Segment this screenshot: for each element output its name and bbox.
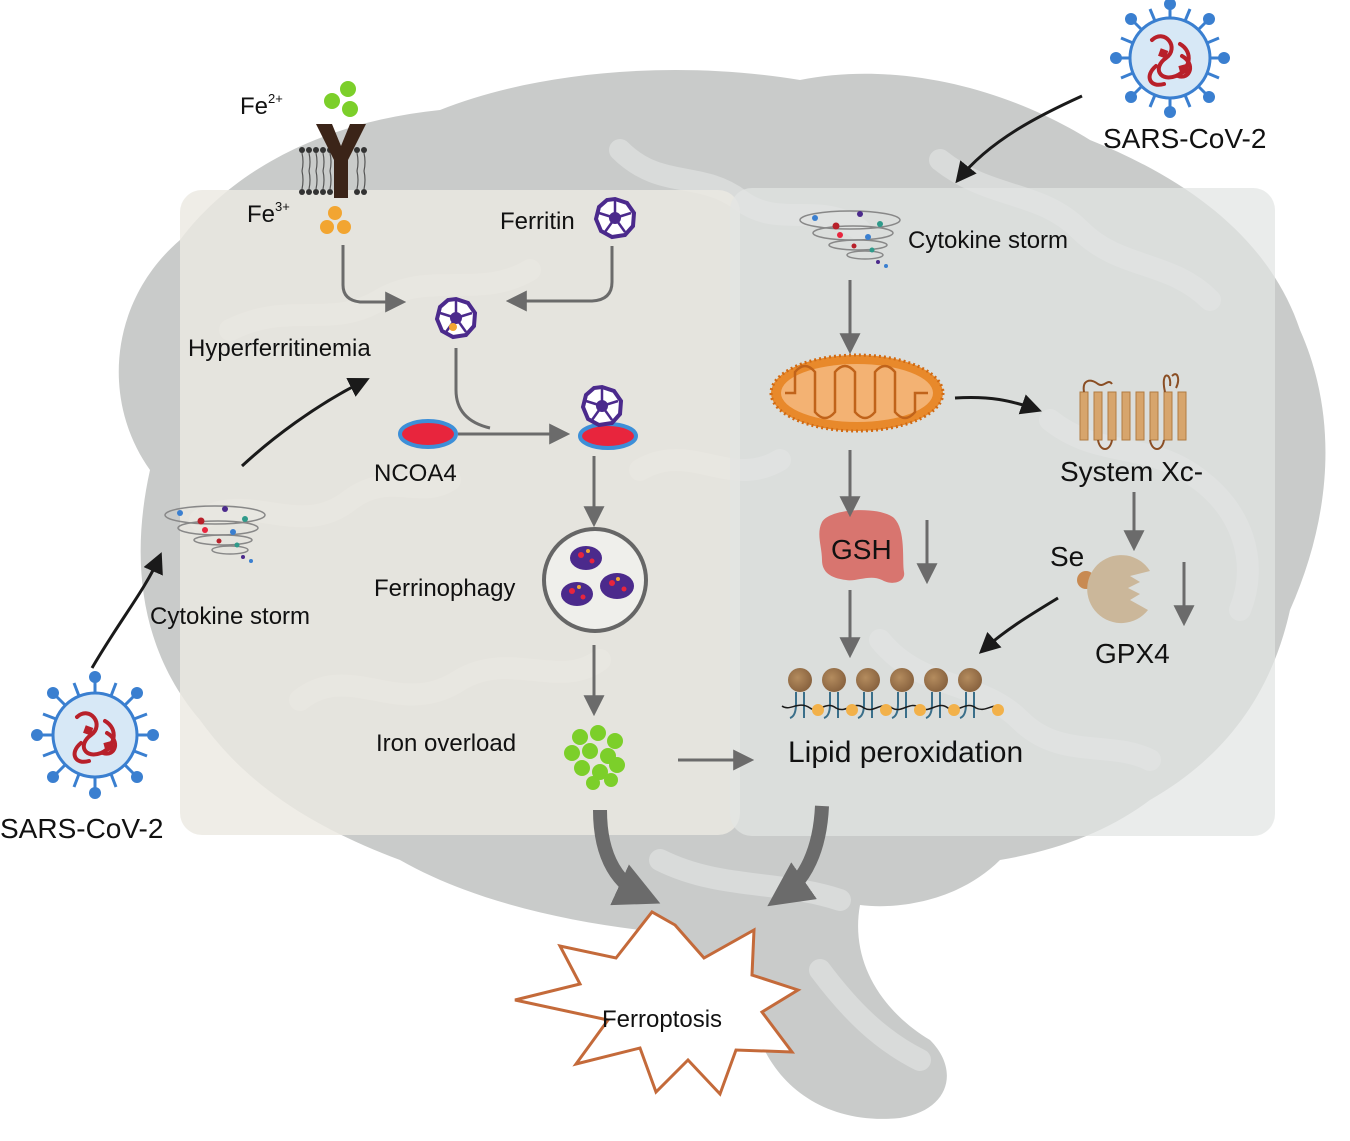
ferroptosis-burst-icon [514, 910, 802, 1097]
ferrinophagy-label: Ferrinophagy [374, 575, 515, 602]
ncoa4-label: NCOA4 [374, 460, 457, 487]
cytokine-storm-right-icon [799, 210, 901, 268]
ferritin-icon [593, 196, 637, 240]
fe2-charge: 2+ [268, 91, 283, 106]
hyperferritinemia-label: Hyperferritinemia [188, 335, 371, 362]
arrow-cytokine-to-hyperferritinemia [240, 377, 370, 468]
arrow-sars-to-cytokine-left [90, 552, 163, 669]
ferrinophagy-lysosome-icon [542, 527, 648, 633]
fe2-iron-icon [324, 81, 358, 117]
cytokine-storm-right-label: Cytokine storm [908, 227, 1068, 254]
system-xc-label: System Xc- [1060, 456, 1203, 487]
ncoa4-icon [398, 419, 458, 449]
se-label: Se [1050, 541, 1084, 572]
svg-text:Fe3+: Fe3+ [247, 199, 290, 228]
ferroptosis-label: Ferroptosis [602, 1006, 722, 1033]
arrow-lipid-to-ferroptosis [767, 805, 829, 907]
cytokine-storm-left-label: Cytokine storm [150, 603, 310, 630]
fe3-iron-icon [320, 206, 351, 234]
sars-cov-2-right-label: SARS-CoV-2 [1103, 123, 1266, 154]
left-panel [180, 190, 740, 835]
arrow-ferritin-to-complex [454, 348, 491, 430]
fe3-charge: 3+ [275, 199, 290, 214]
arrow-fe3-to-ferritin [341, 245, 407, 313]
cytokine-storm-left-icon [164, 505, 266, 563]
arrow-iron-overload-to-ferroptosis [593, 809, 661, 906]
gpx4-enzyme-icon [1087, 555, 1150, 624]
arrow-ferritin-to-center [505, 246, 614, 312]
gpx4-label: GPX4 [1095, 638, 1170, 669]
sars-cov-2-left-label: SARS-CoV-2 [0, 813, 163, 844]
arrow-se-gpx4-to-lipids [978, 596, 1059, 654]
svg-text:Fe2+: Fe2+ [240, 91, 283, 120]
lipid-peroxidation-label: Lipid peroxidation [788, 736, 1023, 769]
ferritin-label: Ferritin [500, 208, 575, 235]
sars-cov-2-right-icon [1110, 0, 1230, 118]
sars-cov-2-left-icon [31, 671, 159, 799]
lipid-bilayer-icon [781, 668, 1004, 719]
fe3-label: Fe [247, 201, 275, 228]
ferritin-ncoa4-complex-icon [580, 384, 624, 428]
iron-overload-icon [564, 725, 625, 790]
transferrin-receptor-icon [316, 124, 366, 198]
arrow-mitochondria-to-system-xc [954, 394, 1042, 415]
iron-loaded-ferritin-icon [434, 296, 478, 340]
ferritin-ncoa4-complex-base [578, 422, 638, 450]
gsh-label: GSH [831, 534, 892, 565]
fe2-label: Fe [240, 93, 268, 120]
mitochondrion-icon [769, 353, 945, 433]
iron-overload-label: Iron overload [376, 730, 516, 757]
arrow-sars-to-cytokine-right [955, 94, 1083, 184]
gsh-icon [819, 510, 905, 583]
system-xc-icon [1079, 373, 1187, 450]
